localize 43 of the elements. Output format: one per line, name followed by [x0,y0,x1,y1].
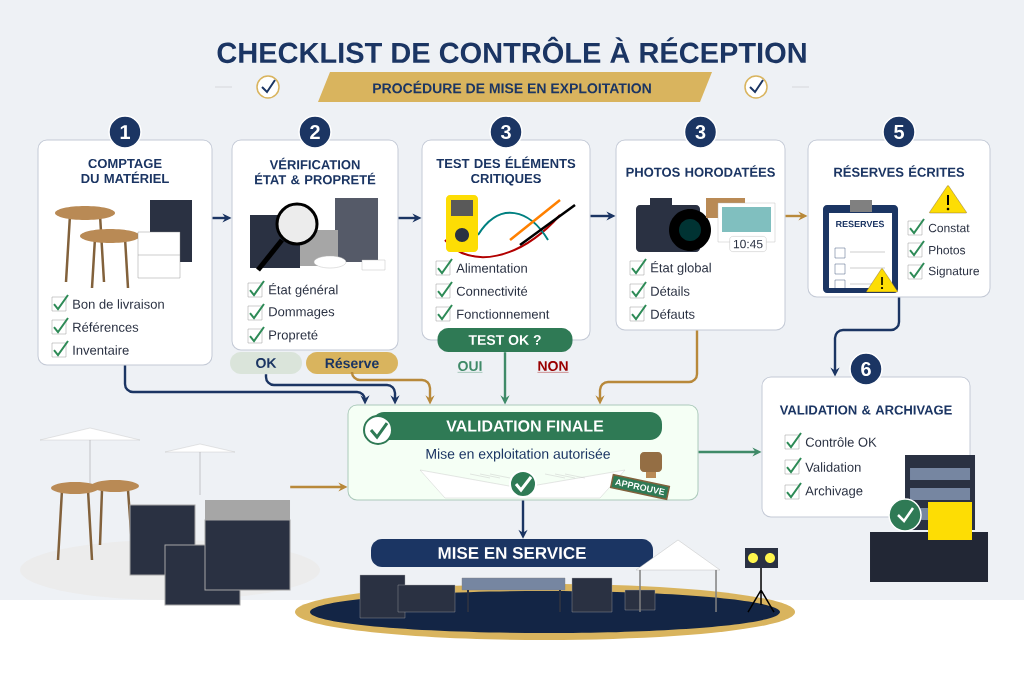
subtitle-text: Mise en exploitation autorisée [426,448,610,462]
checklist-item: État global [651,261,711,275]
checklist-item: Références [73,322,139,332]
checklist-item: Propreté [269,329,318,343]
checklist-item: Constat [928,223,970,233]
number-badge: 3 [489,115,523,149]
edge-label: OUI [455,359,485,375]
number-badge: 1 [108,115,142,149]
checklist-item: Détails [651,286,690,296]
title: CHECKLIST DE CONTRÔLE À RÉCEPTION [217,36,806,64]
time-label: 10:45 [729,236,767,252]
subtitle-banner: PROCÉDURE DE MISE EN EXPLOITATION [318,72,712,102]
checklist-item: Connectivité [456,286,528,296]
status-pill: Réserve [306,352,398,374]
card-title: COMPTAGE DU MATÉRIEL [81,158,169,184]
checklist-item: Alimentation [456,263,527,273]
checklist-item: Dommages [269,307,335,319]
decision-pill: TEST OK ? [437,328,573,352]
checklist-item: Fonctionnement [457,309,550,319]
number-badge: 3 [683,115,718,149]
checklist-item: Inventaire [73,345,129,355]
number-badge: 5 [882,115,916,149]
number-badge: 2 [298,115,332,149]
status-pill: OK [230,352,302,374]
card-title: PHOTOS HORODATÉES [626,165,775,177]
title-banner: VALIDATION FINALE [372,412,662,440]
checklist-item: Archivage [805,485,863,499]
checklist-item: Défauts [651,309,695,319]
branch-label: NON [535,359,571,375]
card-title: VÉRIFICATION ÉTAT & PROPRETÉ [255,157,376,185]
checklist-item: Photos [929,245,966,255]
equipment-drawing [20,427,320,606]
checklist-item: Signature [928,266,980,278]
card-title: RÉSERVES ÉCRITES [834,165,965,177]
checklist-item: Bon de livraison [73,299,164,309]
card-title: VALIDATION & ARCHIVAGE [779,405,952,415]
clipboard-title: RESERVES [836,220,885,228]
checklist-item: Contrôle OK [805,437,877,447]
checklist-item: Validation [805,462,861,472]
number-badge: 6 [849,352,883,386]
card-title: TEST DES ÉLÉMENTS CRITIQUES [436,156,576,186]
checklist-item: État général [269,283,338,297]
service-banner: MISE EN SERVICE [371,539,653,567]
